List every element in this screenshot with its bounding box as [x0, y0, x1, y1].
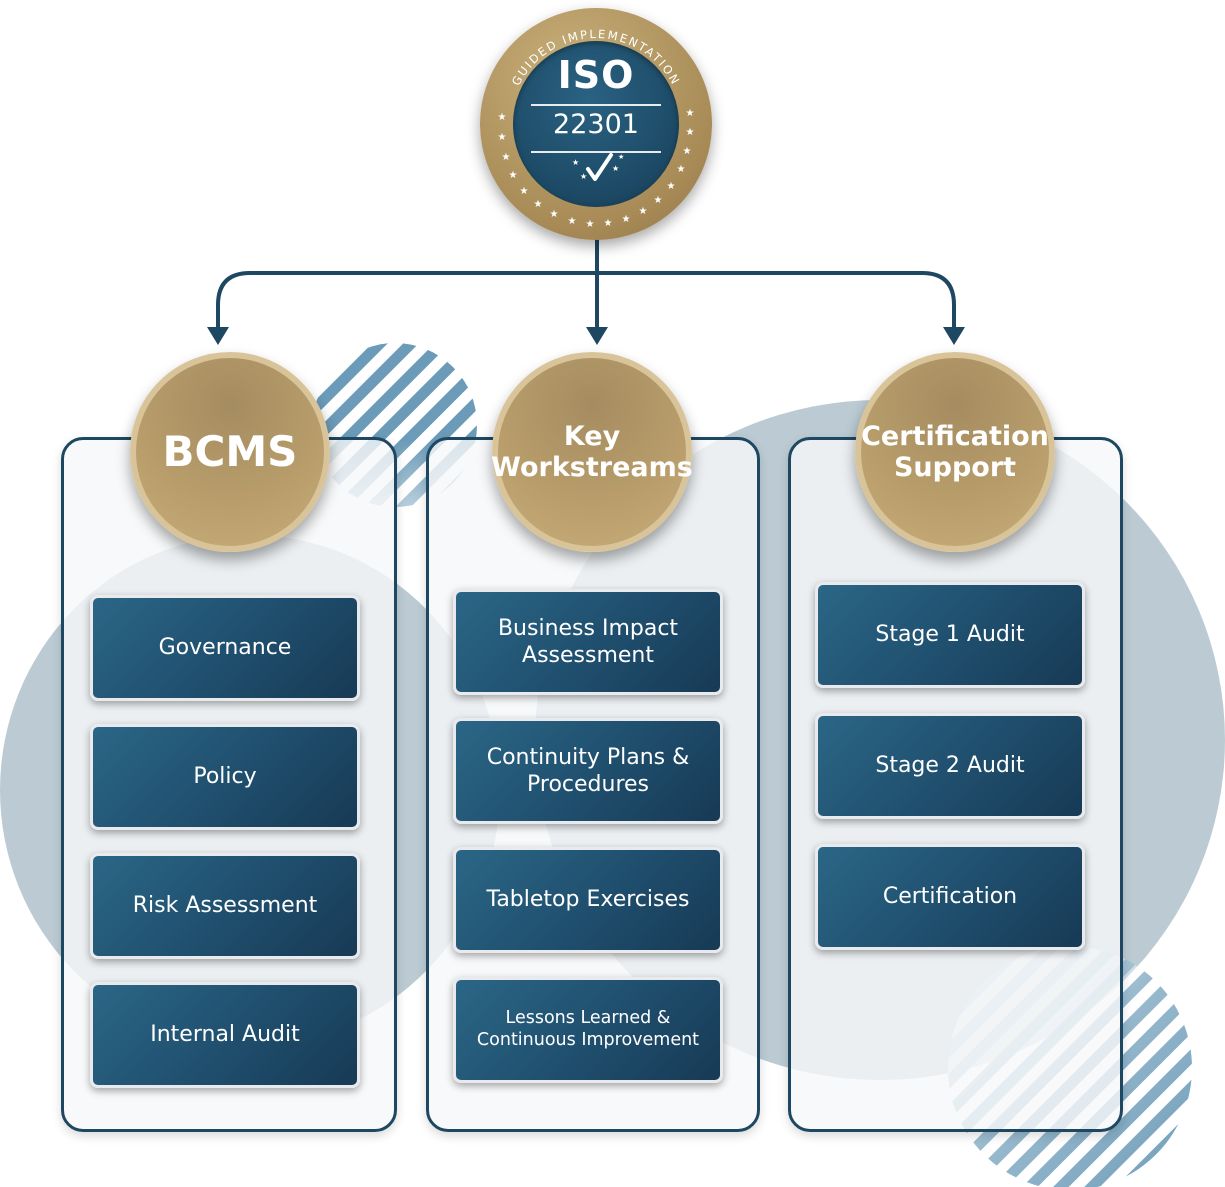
svg-text:★: ★ — [622, 214, 631, 225]
svg-text:★: ★ — [572, 158, 579, 167]
column-heading-label: BCMS — [162, 426, 298, 476]
item-internal-audit: Internal Audit — [90, 982, 360, 1088]
svg-text:★: ★ — [568, 216, 577, 227]
column-heading-certification-support: Certification Support — [855, 352, 1055, 552]
connector-arrowheads — [207, 327, 965, 345]
svg-text:★: ★ — [550, 209, 559, 220]
item-tabletop-exercises: Tabletop Exercises — [453, 847, 723, 953]
svg-text:★: ★ — [580, 172, 587, 181]
svg-text:★: ★ — [612, 164, 619, 173]
svg-text:★: ★ — [604, 218, 613, 229]
svg-text:★: ★ — [677, 164, 686, 175]
column-heading-label: Key Workstreams — [491, 420, 693, 483]
item-label: Lessons Learned & Continuous Improvement — [476, 1008, 700, 1050]
connector-lines — [216, 238, 956, 330]
item-lessons-learned: Lessons Learned & Continuous Improvement — [453, 977, 723, 1083]
item-label: Internal Audit — [150, 1022, 300, 1048]
arrow-head-left — [207, 327, 229, 345]
arrow-head-right — [943, 327, 965, 345]
item-certification: Certification — [815, 844, 1085, 950]
svg-text:★: ★ — [686, 108, 695, 119]
item-label: Certification — [882, 884, 1018, 910]
column-heading-key-workstreams: Key Workstreams — [491, 352, 693, 552]
item-governance: Governance — [90, 595, 360, 701]
item-label: Continuity Plans & Procedures — [486, 744, 690, 798]
item-label: Tabletop Exercises — [486, 887, 690, 913]
item-stage-2-audit: Stage 2 Audit — [815, 713, 1085, 819]
column-heading-label: Certification Support — [861, 420, 1049, 483]
badge-center: ISO 22301 ★ ★ ★ ★ — [513, 41, 679, 207]
item-label: Stage 1 Audit — [875, 622, 1025, 648]
svg-text:★: ★ — [683, 146, 692, 157]
svg-text:★: ★ — [534, 199, 543, 210]
column-heading-bcms: BCMS — [130, 352, 330, 552]
svg-text:★: ★ — [509, 170, 518, 181]
item-continuity-plans: Continuity Plans & Procedures — [453, 718, 723, 824]
item-label: Business Impact Assessment — [497, 615, 679, 669]
badge-number: 22301 — [553, 109, 639, 140]
svg-text:★: ★ — [498, 132, 507, 143]
svg-text:★: ★ — [667, 181, 676, 192]
badge-title: ISO — [557, 53, 635, 97]
item-label: Stage 2 Audit — [875, 753, 1025, 779]
svg-text:★: ★ — [586, 219, 595, 230]
item-label: Risk Assessment — [132, 893, 318, 919]
badge-stars: ★ ★ ★ ★ ★ ★ ★ ★ ★ ★ ★ ★ ★ ★ ★ ★ ★ ★ — [498, 108, 695, 230]
item-business-impact-assessment: Business Impact Assessment — [453, 589, 723, 695]
svg-text:★: ★ — [502, 152, 511, 163]
item-stage-1-audit: Stage 1 Audit — [815, 582, 1085, 688]
checkmark-icon: ★ ★ ★ ★ — [572, 153, 624, 181]
item-policy: Policy — [90, 724, 360, 830]
iso-badge: GUIDED IMPLEMENTATION ★ ★ ★ ★ ★ ★ ★ ★ ★ … — [480, 8, 712, 240]
badge-divider-bottom — [531, 151, 661, 153]
svg-text:★: ★ — [520, 186, 529, 197]
badge-divider-top — [531, 104, 661, 106]
item-risk-assessment: Risk Assessment — [90, 853, 360, 959]
svg-text:★: ★ — [686, 127, 695, 138]
svg-text:★: ★ — [639, 206, 648, 217]
svg-text:★: ★ — [498, 112, 507, 123]
svg-text:★: ★ — [618, 153, 624, 161]
arrow-head-center — [586, 327, 608, 345]
item-label: Governance — [158, 635, 292, 661]
svg-text:★: ★ — [654, 195, 663, 206]
item-label: Policy — [193, 764, 257, 790]
